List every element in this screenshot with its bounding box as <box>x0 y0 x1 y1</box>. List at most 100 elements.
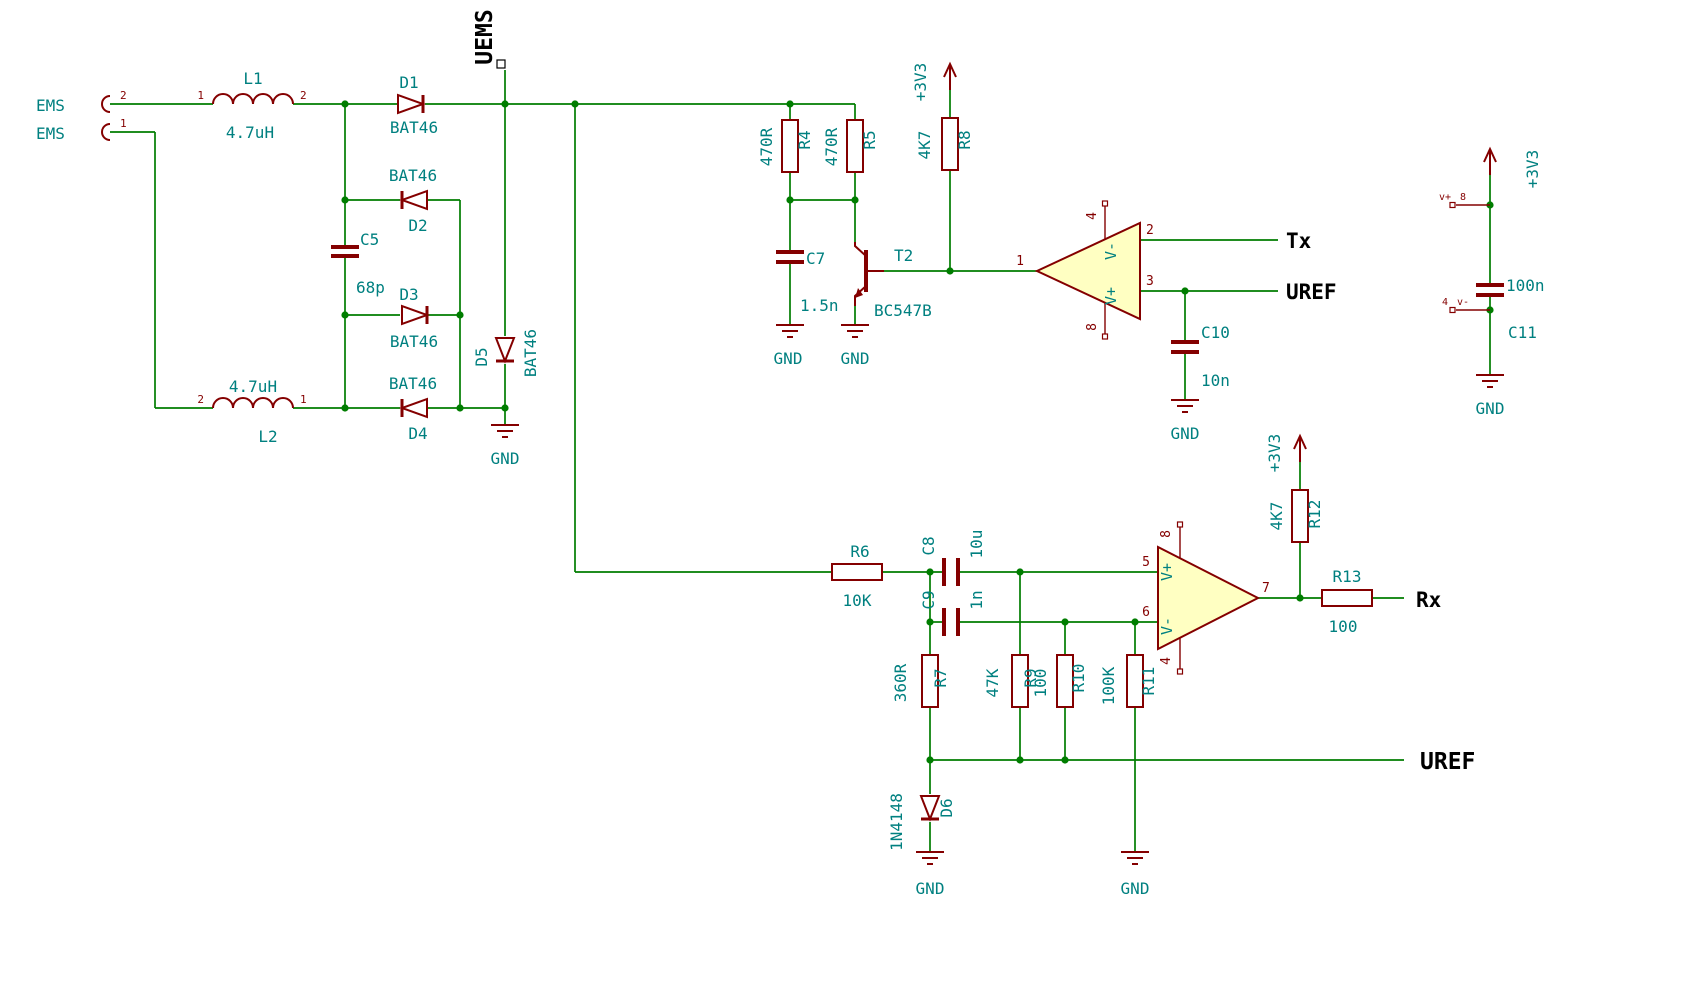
c9-ref: C9 <box>919 590 938 609</box>
gnd-d5[interactable]: GND <box>491 424 520 468</box>
r12-value: 4K7 <box>1267 502 1286 531</box>
t2-value: BC547B <box>874 301 932 320</box>
power-3v3-standalone[interactable]: +3V3 <box>1483 146 1542 189</box>
opamp-power-pins: v+ 8 4 v- <box>1439 192 1490 314</box>
c9-value: 1n <box>967 590 986 609</box>
diode-d6[interactable]: 1N4148 D6 <box>887 793 956 851</box>
opamp-a-pin-3: 3 <box>1146 274 1154 289</box>
l2-ref: L2 <box>258 427 277 446</box>
gnd-c11[interactable]: GND <box>1476 374 1505 418</box>
pin-8: 8 <box>1460 192 1466 203</box>
d4-ref: D4 <box>408 424 427 443</box>
inductor-l1[interactable]: L1 4.7uH 1 2 <box>197 69 306 142</box>
power-3v3-r12[interactable]: +3V3 <box>1265 433 1307 473</box>
r4-value: 470R <box>757 127 776 166</box>
capacitor-c11[interactable]: 100n C11 <box>1476 276 1545 342</box>
pin-vplus: v+ <box>1439 192 1451 203</box>
resistor-r5[interactable]: 470R R5 <box>822 119 879 173</box>
capacitor-c5[interactable]: C5 68p <box>331 230 385 297</box>
gnd-c10[interactable]: GND <box>1171 399 1200 443</box>
opamp-b[interactable]: 5 6 7 8 4 V+ V- <box>1142 521 1270 675</box>
c8-ref: C8 <box>919 536 938 555</box>
net-label-uref-bottom[interactable]: UREF <box>1420 749 1475 775</box>
r5-ref: R5 <box>860 130 879 149</box>
resistor-r12[interactable]: 4K7 R12 <box>1267 489 1324 543</box>
capacitor-c8[interactable]: C8 10u <box>919 530 986 586</box>
c10-ref: C10 <box>1201 323 1230 342</box>
diode-d2[interactable]: BAT46 D2 <box>389 166 437 235</box>
opamp-a-pin-1: 1 <box>1016 254 1024 269</box>
r5-value: 470R <box>822 127 841 166</box>
diode-d5[interactable]: D5 BAT46 <box>472 329 540 377</box>
r10-value: 100 <box>1031 669 1050 698</box>
opamp-b-pin-7: 7 <box>1262 581 1270 596</box>
uref-top-text: UREF <box>1286 280 1337 304</box>
capacitor-c9[interactable]: C9 1n <box>919 590 986 636</box>
net-label-uems[interactable]: UEMS <box>472 9 506 69</box>
opamp-a-vminus: V- <box>1102 242 1120 260</box>
opamp-a-pin-8: 8 <box>1085 323 1100 331</box>
resistor-r8[interactable]: 4K7 R8 <box>915 117 974 171</box>
resistor-r6[interactable]: R6 10K <box>831 542 883 610</box>
gnd-t2[interactable]: GND <box>841 324 870 368</box>
diode-d1[interactable]: D1 BAT46 <box>390 73 438 137</box>
c5-ref: C5 <box>360 230 379 249</box>
tx-text: Tx <box>1286 229 1312 253</box>
capacitor-c7[interactable]: C7 1.5n <box>776 249 839 315</box>
power-3v3-label: +3V3 <box>1523 150 1542 189</box>
resistor-r11[interactable]: 100K R11 <box>1099 654 1158 708</box>
inductor-l2[interactable]: 4.7uH L2 2 1 <box>197 377 306 446</box>
gnd-label: GND <box>916 879 945 898</box>
l1-pin-2: 2 <box>300 89 307 102</box>
gnd-d6[interactable]: GND <box>916 851 945 898</box>
r13-ref: R13 <box>1333 567 1362 586</box>
net-label-uref-top[interactable]: UREF <box>1286 280 1337 304</box>
r6-ref: R6 <box>850 542 869 561</box>
connector-ems[interactable]: EMS EMS 2 1 <box>36 89 127 143</box>
r11-value: 100K <box>1099 666 1118 705</box>
r13-value: 100 <box>1329 617 1358 636</box>
gnd-label: GND <box>841 349 870 368</box>
opamp-a-vplus: V+ <box>1102 287 1120 305</box>
d6-ref: D6 <box>937 798 956 817</box>
c7-ref: C7 <box>806 249 825 268</box>
junction-dots <box>341 100 1494 764</box>
c8-value: 10u <box>967 530 986 559</box>
diode-d3[interactable]: D3 BAT46 <box>390 285 438 351</box>
resistor-r4[interactable]: 470R R4 <box>757 119 814 173</box>
pin-vminus: v- <box>1457 297 1469 308</box>
gnd-c7[interactable]: GND <box>774 324 804 368</box>
net-label-tx[interactable]: Tx <box>1286 229 1312 253</box>
l1-value: 4.7uH <box>226 123 274 142</box>
gnd-label: GND <box>774 349 803 368</box>
opamp-a[interactable]: 1 2 3 4 8 V- V+ <box>1016 200 1154 340</box>
resistor-r7[interactable]: 360R R7 <box>891 654 950 708</box>
d2-value: BAT46 <box>389 166 437 185</box>
resistor-r13[interactable]: R13 100 <box>1321 567 1373 636</box>
d3-ref: D3 <box>399 285 418 304</box>
d1-ref: D1 <box>399 73 418 92</box>
transistor-t2[interactable]: T2 BC547B <box>854 242 932 320</box>
gnd-label: GND <box>1171 424 1200 443</box>
diode-d4[interactable]: BAT46 D4 <box>389 374 437 443</box>
opamp-b-pin-5: 5 <box>1142 555 1150 570</box>
c7-value: 1.5n <box>800 296 839 315</box>
resistor-r10[interactable]: 100 R10 <box>1031 654 1088 708</box>
net-label-rx[interactable]: Rx <box>1416 588 1442 612</box>
d5-value: BAT46 <box>521 329 540 377</box>
capacitor-c10[interactable]: C10 10n <box>1171 323 1230 390</box>
ems-net-label-2: EMS <box>36 124 65 143</box>
l1-ref: L1 <box>243 69 262 88</box>
gnd-r11[interactable]: GND <box>1121 851 1150 898</box>
power-3v3-r8[interactable]: +3V3 <box>911 61 957 102</box>
d3-value: BAT46 <box>390 332 438 351</box>
c11-ref: C11 <box>1508 323 1537 342</box>
opamp-a-pin-2: 2 <box>1146 223 1154 238</box>
r10-ref: R10 <box>1069 664 1088 693</box>
d6-value: 1N4148 <box>887 793 906 851</box>
opamp-b-pin-4: 4 <box>1159 657 1174 665</box>
c11-value: 100n <box>1506 276 1545 295</box>
opamp-a-pin-4: 4 <box>1085 212 1100 220</box>
gnd-label: GND <box>1121 879 1150 898</box>
resistor-r9[interactable]: 47K R9 <box>983 654 1040 708</box>
